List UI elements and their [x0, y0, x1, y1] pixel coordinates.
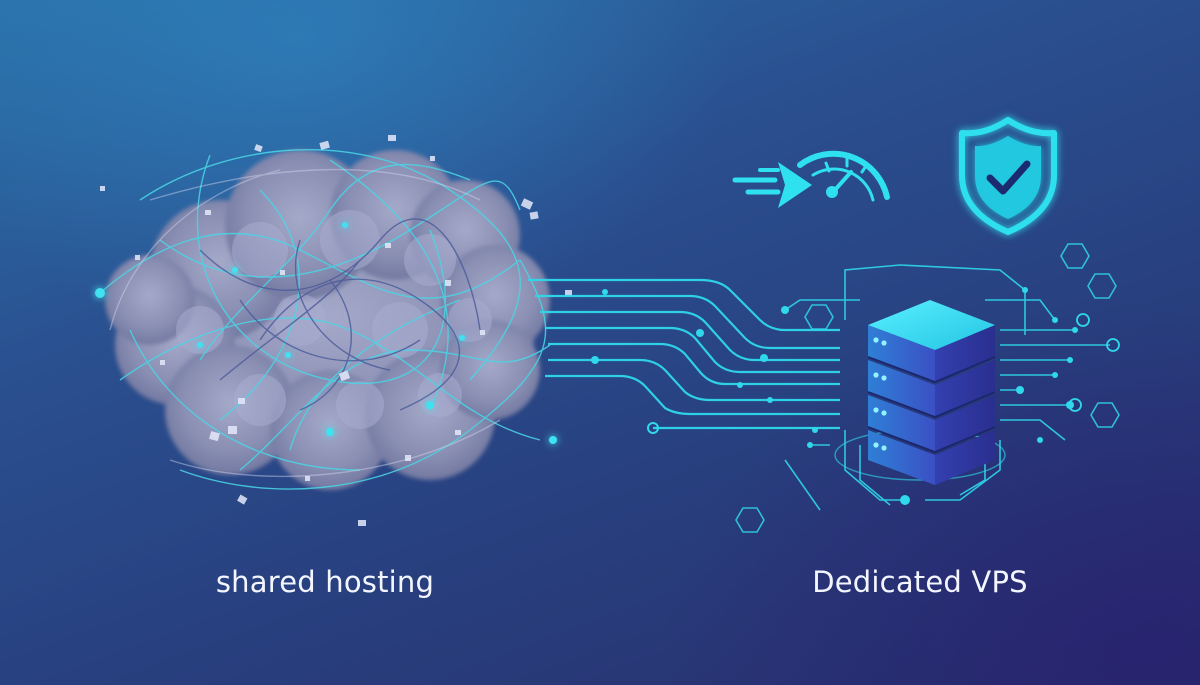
speedometer-icon [732, 150, 890, 208]
small-ring-nodes [1068, 313, 1120, 412]
data-fragments [100, 135, 572, 526]
cloud-node-dots [95, 222, 557, 444]
tangled-lines [99, 149, 551, 490]
connection-endpoint [647, 422, 659, 434]
connection-lines [528, 278, 840, 430]
circuit-traces [784, 264, 1110, 511]
shared-hosting-label: shared hosting [215, 565, 435, 599]
connection-dots [591, 289, 818, 433]
shield-check-icon [959, 117, 1057, 235]
circuit-nodes [781, 287, 1078, 505]
dedicated-vps-label: Dedicated VPS [812, 565, 1028, 599]
hexagon-decorations [735, 243, 1120, 533]
server-icon [834, 300, 1006, 485]
cloud-icon [105, 150, 550, 490]
